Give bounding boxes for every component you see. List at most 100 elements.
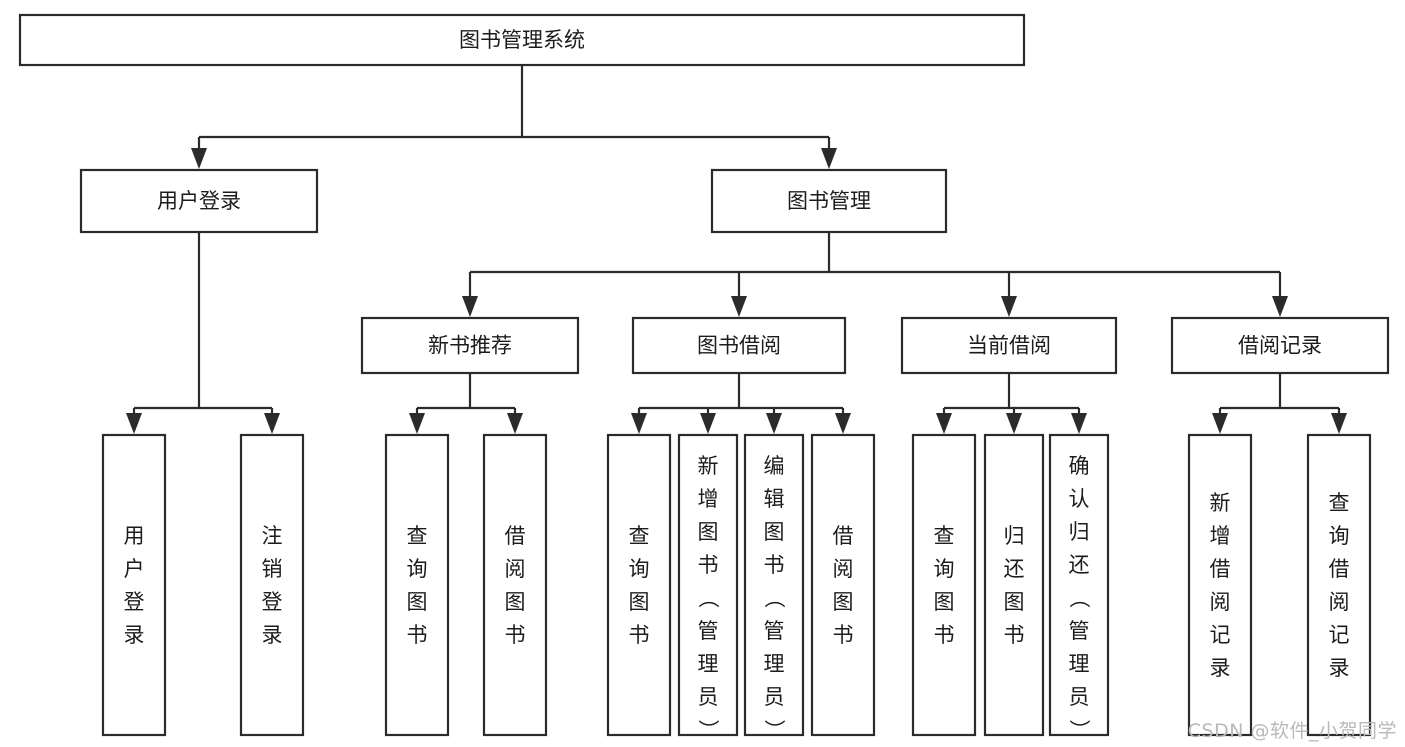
node-box[interactable] — [1187, 433, 1253, 737]
node-current[interactable]: 当前借阅 — [900, 316, 1118, 375]
node-label-char: 借 — [505, 524, 526, 548]
node-label-char: 图 — [934, 590, 955, 614]
node-label-char: 图 — [1004, 590, 1025, 614]
node-box[interactable] — [18, 13, 1026, 67]
arrow-head-icon — [821, 148, 837, 169]
node-label-char: 图 — [764, 520, 785, 544]
connector-layer — [126, 65, 1347, 434]
node-label-char: 销 — [262, 557, 283, 581]
node-label-char: ） — [696, 719, 720, 740]
node-label-char: （ — [762, 587, 786, 608]
arrow-head-icon — [731, 296, 747, 317]
node-label: 当前借阅 — [967, 334, 1051, 358]
node-label-char: 图 — [505, 590, 526, 614]
arrow-head-icon — [700, 413, 716, 434]
arrow-head-icon — [835, 413, 851, 434]
node-box[interactable] — [810, 433, 876, 737]
node-label-char: 阅 — [1210, 590, 1231, 614]
node-newbook[interactable]: 新书推荐 — [360, 316, 580, 375]
node-box[interactable] — [606, 433, 672, 737]
node-box[interactable] — [710, 168, 948, 234]
node-label-char: 增 — [1210, 524, 1231, 548]
node-label-char: 询 — [934, 557, 955, 581]
node-label-char: 查 — [407, 524, 428, 548]
arrow-head-icon — [1272, 296, 1288, 317]
arrow-head-icon — [1331, 413, 1347, 434]
node-login[interactable]: 用户登录 — [79, 168, 319, 234]
arrow-head-icon — [462, 296, 478, 317]
node-box[interactable] — [384, 433, 450, 737]
node-label-char: 认 — [1069, 487, 1090, 511]
node-label-char: 借 — [1329, 557, 1350, 581]
node-label-char: 图 — [833, 590, 854, 614]
node-label-char: 阅 — [833, 557, 854, 581]
node-box[interactable] — [79, 168, 319, 234]
node-label-char: 归 — [1069, 520, 1090, 544]
node-label-char: 登 — [124, 590, 145, 614]
node-root[interactable]: 图书管理系统 — [18, 13, 1026, 67]
arrow-head-icon — [191, 148, 207, 169]
node-box[interactable] — [911, 433, 977, 737]
node-label-char: 录 — [124, 623, 145, 647]
node-box[interactable] — [360, 316, 580, 375]
node-label: 新书推荐 — [428, 334, 512, 358]
node-label-char: 登 — [262, 590, 283, 614]
node-label-char: 录 — [1210, 656, 1231, 680]
node-label-char: 书 — [698, 553, 719, 577]
node-label-char: 理 — [698, 652, 719, 676]
node-box[interactable] — [1306, 433, 1372, 737]
node-label-char: （ — [696, 587, 720, 608]
node-label-char: 书 — [505, 623, 526, 647]
node-box[interactable] — [743, 433, 805, 737]
arrow-head-icon — [1006, 413, 1022, 434]
node-box[interactable] — [482, 433, 548, 737]
node-label-char: ） — [1067, 719, 1091, 740]
node-label-char: 员 — [1069, 685, 1090, 709]
node-label-char: 图 — [698, 520, 719, 544]
arrow-head-icon — [631, 413, 647, 434]
watermark-text: CSDN @软件_小贺同学 — [1187, 720, 1397, 742]
node-box[interactable] — [1048, 433, 1110, 737]
node-label: 借阅记录 — [1238, 334, 1322, 358]
arrow-head-icon — [264, 413, 280, 434]
node-label-char: 新 — [698, 454, 719, 478]
node-label-char: 阅 — [1329, 590, 1350, 614]
node-box[interactable] — [1170, 316, 1390, 375]
node-label-char: 员 — [764, 685, 785, 709]
node-label-char: 理 — [1069, 652, 1090, 676]
node-label-char: 户 — [124, 557, 145, 581]
node-label-char: 录 — [1329, 656, 1350, 680]
node-leaf-user-login[interactable]: 用户登录 — [101, 433, 167, 737]
node-layer: 图书管理系统用户登录图书管理新书推荐图书借阅当前借阅借阅记录用户登录注销登录查询… — [18, 13, 1390, 740]
node-box[interactable] — [983, 433, 1045, 737]
node-label-char: 书 — [833, 623, 854, 647]
node-label-char: 还 — [1069, 553, 1090, 577]
node-label-char: 图 — [629, 590, 650, 614]
node-box[interactable] — [101, 433, 167, 737]
node-box[interactable] — [631, 316, 847, 375]
node-record[interactable]: 借阅记录 — [1170, 316, 1390, 375]
arrow-head-icon — [409, 413, 425, 434]
node-bookmgmt[interactable]: 图书管理 — [710, 168, 948, 234]
node-label-char: 书 — [934, 623, 955, 647]
node-box[interactable] — [900, 316, 1118, 375]
node-label-char: 书 — [407, 623, 428, 647]
node-label-char: 理 — [764, 652, 785, 676]
node-borrow[interactable]: 图书借阅 — [631, 316, 847, 375]
node-box[interactable] — [677, 433, 739, 737]
node-box[interactable] — [239, 433, 305, 737]
node-label-char: 借 — [1210, 557, 1231, 581]
node-label-char: 录 — [262, 623, 283, 647]
